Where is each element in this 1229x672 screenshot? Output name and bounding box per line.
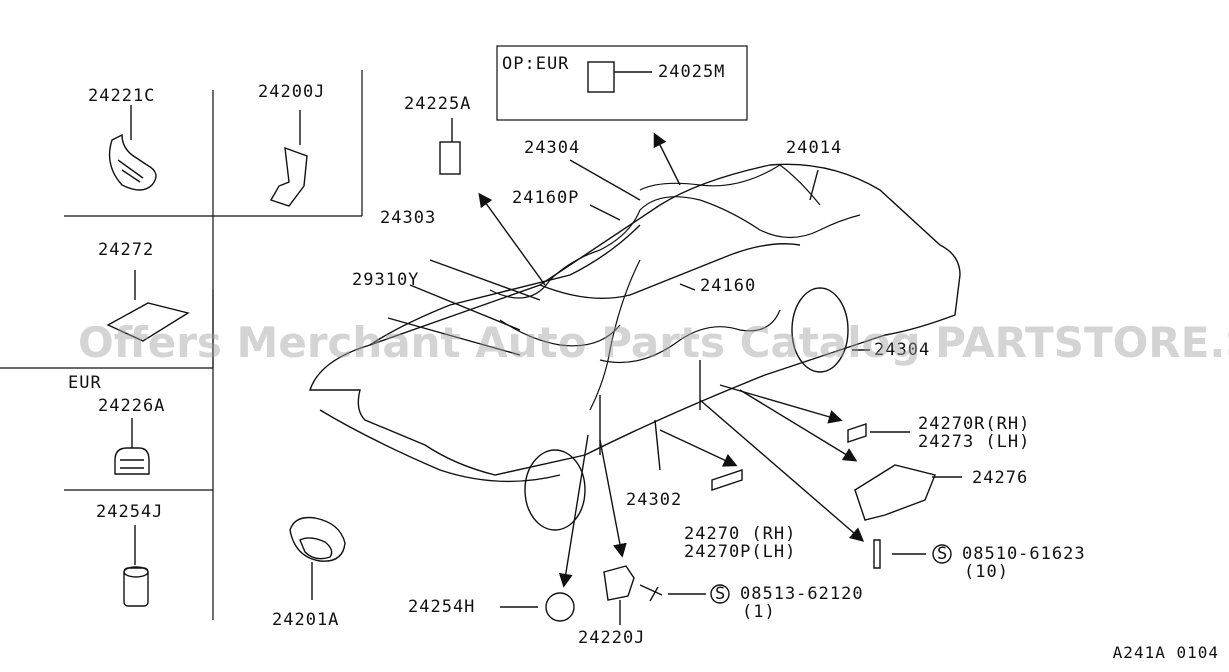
part-24273-label: 24273 (LH) [918, 432, 1031, 452]
part-24160-label: 24160 [700, 276, 757, 296]
part-24225a-label: 24225A [404, 94, 472, 114]
part-24276-label: 24276 [972, 468, 1029, 488]
part-24272-label: 24272 [98, 240, 155, 260]
part-24014-label: 24014 [786, 138, 843, 158]
part-08513-qty: (1) [742, 602, 776, 622]
left-parts [106, 61, 962, 625]
part-24270-label: 24270 (RH) [684, 524, 797, 544]
diagram-code: A241A 0104 [1112, 643, 1219, 662]
part-08510-qty: (10) [964, 562, 1009, 582]
part-29310y-label: 29310Y [352, 270, 420, 290]
s-symbol-2: S [937, 544, 949, 564]
part-24160p-label: 24160P [512, 188, 580, 208]
car-body [309, 163, 961, 531]
s-symbol: S [715, 584, 727, 604]
watermark: Offers Merchant Auto Parts Catalog PARTS… [78, 318, 1229, 367]
part-24220j-label: 24220J [578, 628, 646, 648]
part-08513-label: 08513-62120 [740, 584, 864, 604]
leader-arrows [387, 132, 870, 588]
part-08510-label: 08510-61623 [962, 544, 1086, 564]
part-24025m-label: 24025M [658, 62, 726, 82]
part-24270p-label: 24270P(LH) [684, 542, 797, 562]
part-24302-label: 24302 [626, 490, 683, 510]
op-eur-label: OP:EUR [502, 54, 570, 74]
part-24304-right-label: 24304 [874, 340, 931, 360]
part-24303-label: 24303 [380, 208, 437, 228]
part-24270r-label: 24270R(RH) [918, 414, 1031, 434]
part-24221c-label: 24221C [88, 86, 156, 106]
harness-lines [489, 164, 861, 411]
eur-label: EUR [68, 373, 102, 393]
part-24254j-label: 24254J [96, 502, 164, 522]
part-24304-top-label: 24304 [524, 138, 581, 158]
part-24201a-label: 24201A [272, 610, 340, 630]
part-24200j-label: 24200J [258, 82, 326, 102]
part-24254h-label: 24254H [408, 597, 476, 617]
op-eur-box [496, 45, 748, 121]
part-24226a-label: 24226A [98, 396, 166, 416]
